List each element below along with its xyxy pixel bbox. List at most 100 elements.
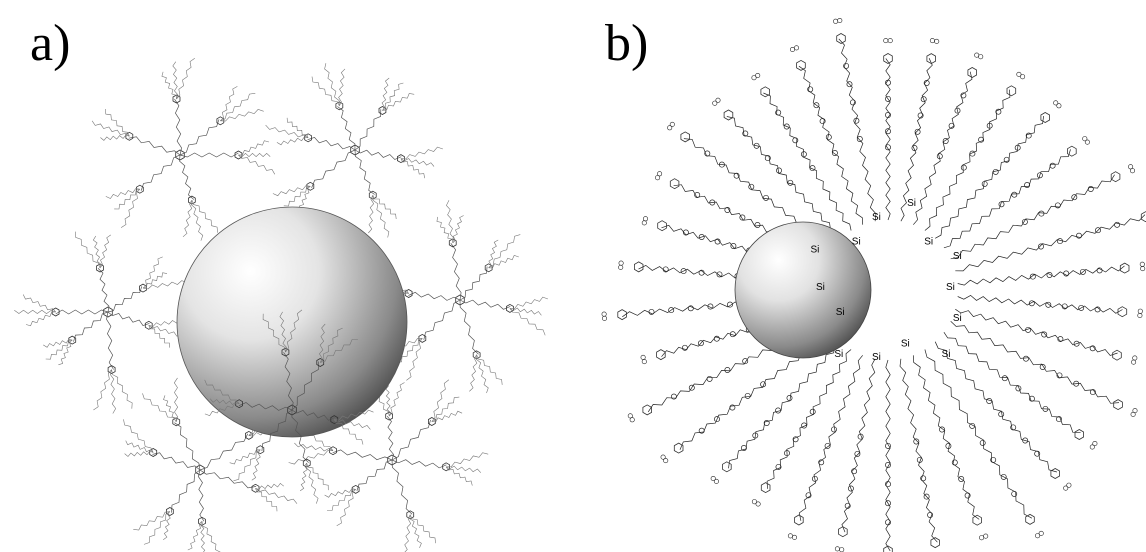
ether-ring-icon <box>990 456 997 463</box>
methoxy-ring-icon <box>1020 74 1026 80</box>
alkyl-chain <box>123 419 154 453</box>
alkyl-chain <box>368 195 375 234</box>
silicon-atom-label: Si <box>872 352 881 363</box>
ether-ring-icon <box>1095 227 1101 234</box>
ether-ring-icon <box>998 201 1005 208</box>
methoxy-ring-icon <box>1089 444 1095 450</box>
ether-ring-icon <box>819 118 826 125</box>
ether-ring-icon <box>995 108 1002 115</box>
alkyl-chain <box>172 61 179 100</box>
methoxy-ring-icon <box>834 546 840 552</box>
aryl-ring-icon <box>330 415 339 425</box>
terminal-aryl-icon <box>1113 399 1123 411</box>
ether-ring-icon <box>694 192 701 198</box>
alkyl-chain <box>43 338 73 348</box>
ether-ring-icon <box>964 492 971 499</box>
alkyl-chain <box>446 452 489 468</box>
ether-ring-icon <box>1025 132 1032 139</box>
ether-ring-icon <box>1025 326 1032 333</box>
ether-ring-icon <box>805 492 812 499</box>
aryl-ring-icon <box>256 445 265 455</box>
terminal-aryl-icon <box>794 514 804 526</box>
alkyl-chain <box>25 311 56 327</box>
methoxy-ring-icon <box>887 38 893 44</box>
alkyl-chain <box>220 109 264 122</box>
ether-ring-icon <box>979 439 986 446</box>
ether-ring-icon <box>1056 416 1062 423</box>
methoxy-ring-icon <box>601 311 607 317</box>
alkyl-linker <box>354 109 382 151</box>
alkyl-chain <box>142 393 177 422</box>
dendron-arm <box>943 332 1081 434</box>
alkyl-chain <box>204 379 240 404</box>
alkyl-chain <box>306 463 329 491</box>
alkyl-chain <box>163 395 177 422</box>
methoxy-ring-icon <box>839 547 845 552</box>
methoxy-ring-icon <box>660 454 666 460</box>
ether-ring-icon <box>978 136 985 143</box>
silicon-atom-label: Si <box>836 307 845 318</box>
ether-ring-icon <box>849 99 856 106</box>
alkyl-chain <box>311 76 340 106</box>
aryl-ring-icon <box>165 507 174 516</box>
ether-ring-icon <box>714 416 720 423</box>
dendron-arm <box>950 174 1115 260</box>
methoxy-ring-icon <box>641 359 647 365</box>
alkyl-chain <box>476 354 503 385</box>
methoxy-ring-icon <box>1063 485 1069 491</box>
aryl-ring-icon <box>244 430 253 440</box>
ether-ring-icon <box>1054 202 1061 209</box>
ether-ring-icon <box>775 109 782 116</box>
alkyl-linker <box>128 136 181 156</box>
alkyl-chain <box>338 68 346 106</box>
alkyl-chain <box>286 117 309 138</box>
alkyl-linker <box>199 433 249 471</box>
ether-ring-icon <box>787 179 794 186</box>
ether-ring-icon <box>1001 375 1008 382</box>
ether-ring-icon <box>923 493 930 500</box>
ether-ring-icon <box>885 500 891 507</box>
alkyl-linker <box>354 149 402 160</box>
ether-ring-icon <box>825 134 832 141</box>
alkyl-linker <box>386 415 394 461</box>
ether-ring-icon <box>698 427 705 434</box>
ether-ring-icon <box>740 445 747 451</box>
methoxy-ring-icon <box>627 413 633 419</box>
alkyl-linker <box>179 119 220 156</box>
alkyl-chain <box>409 514 422 549</box>
alkyl-chain <box>200 521 206 552</box>
methoxy-ring-icon <box>1131 359 1137 365</box>
alkyl-linker <box>311 149 356 189</box>
aryl-ring-icon <box>427 417 436 426</box>
ether-ring-icon <box>682 229 689 236</box>
alkyl-chain <box>120 189 141 228</box>
alkyl-chain <box>229 449 261 465</box>
ether-ring-icon <box>707 303 714 310</box>
silicon-atom-label: Si <box>872 212 881 223</box>
alkyl-chain <box>324 63 340 106</box>
dendron-arm <box>943 149 1071 249</box>
methoxy-ring-icon <box>713 478 719 484</box>
ether-ring-icon <box>818 459 825 466</box>
ether-ring-icon <box>939 426 945 433</box>
dendron-arm <box>924 89 1011 231</box>
terminal-aryl-icon <box>796 59 806 71</box>
aryl-ring-icon <box>385 411 394 421</box>
aryl-ring-icon <box>172 94 181 104</box>
alkyl-linker <box>261 409 293 452</box>
aryl-ring-icon <box>306 181 315 191</box>
alkyl-linker <box>107 311 150 327</box>
alkyl-chain <box>187 521 203 551</box>
methoxy-ring-icon <box>1140 266 1146 272</box>
methoxy-ring-icon <box>1066 482 1072 488</box>
ether-ring-icon <box>998 411 1005 418</box>
methoxy-ring-icon <box>929 38 935 44</box>
ether-ring-icon <box>1073 340 1080 347</box>
alkyl-chain <box>109 369 117 414</box>
ether-ring-icon <box>885 128 891 135</box>
dendron-arm <box>798 65 864 225</box>
alkyl-chain <box>204 403 240 416</box>
alkyl-linker <box>291 361 319 411</box>
methoxy-ring-icon <box>657 171 663 177</box>
